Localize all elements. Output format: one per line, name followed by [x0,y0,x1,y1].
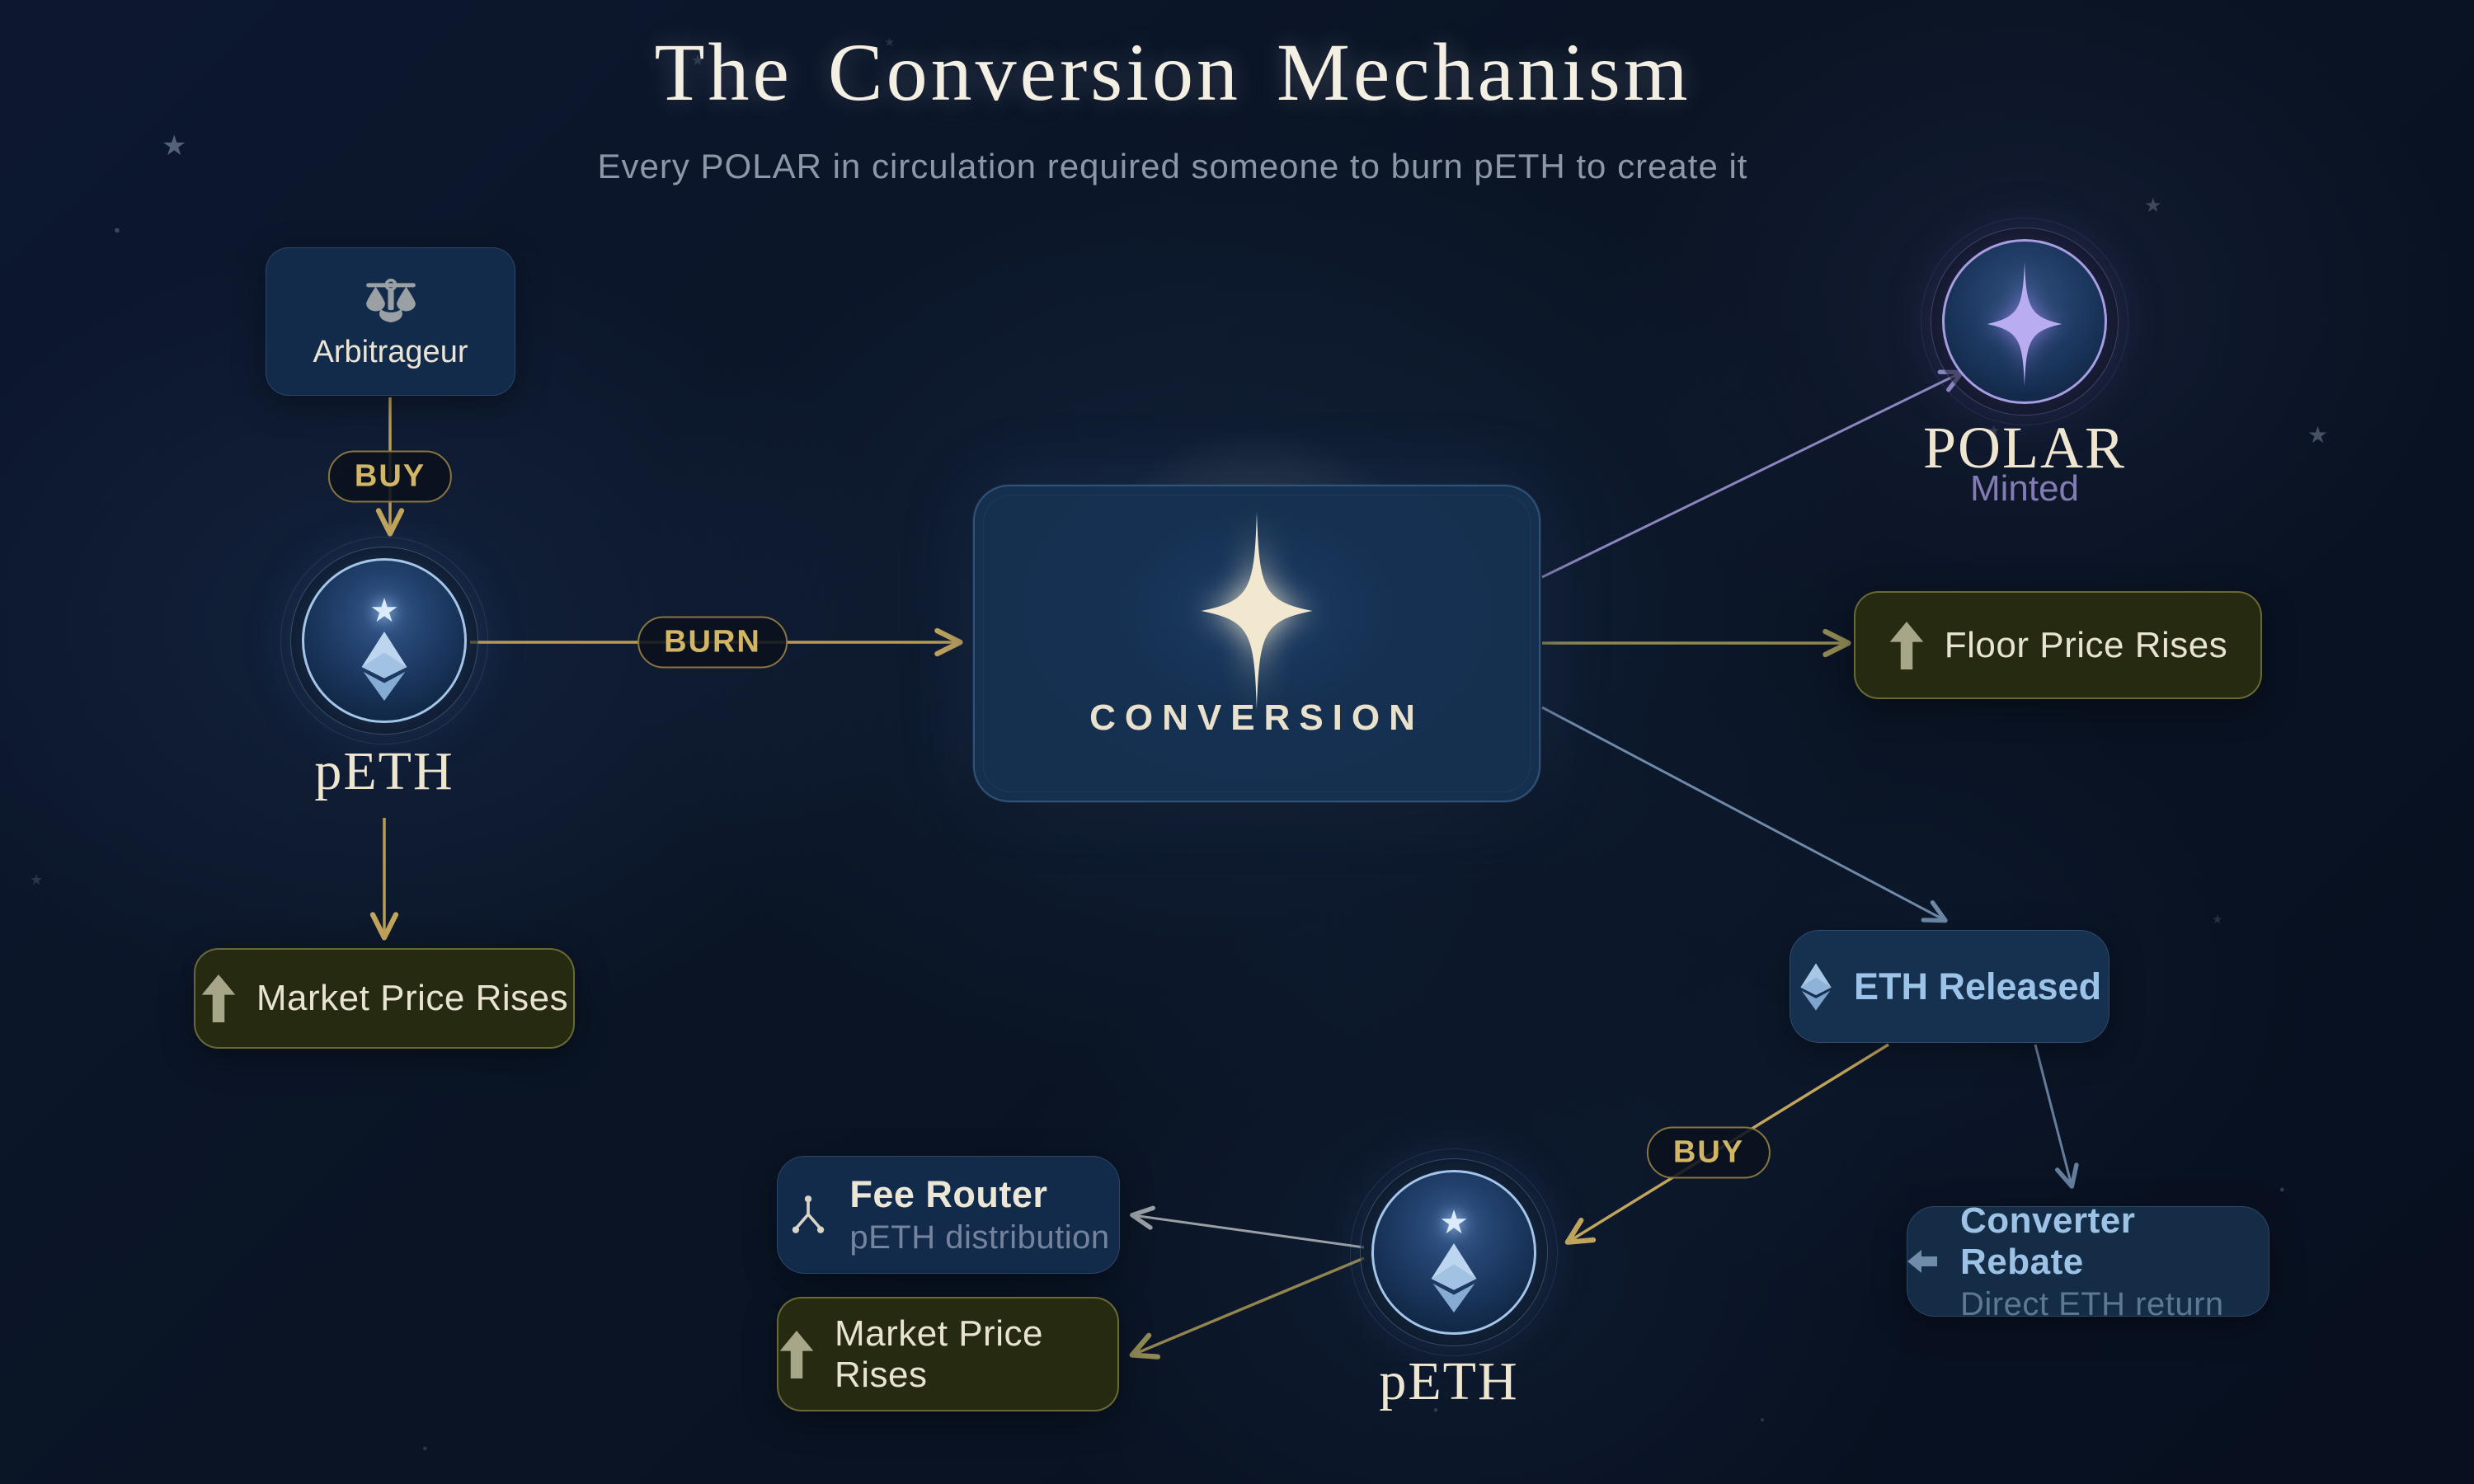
eth-diamond-icon [357,630,412,702]
arbitrageur-node: Arbitrageur [266,247,515,396]
floor-price-label: Floor Price Rises [1944,624,2228,665]
polar-label: POLAR [1922,415,2127,481]
eth-released-label: ETH Released [1853,965,2102,1007]
arrow-conversion-to-eth [1541,706,1948,923]
scales-icon [361,274,421,326]
page-subtitle: Every POLAR in circulation required some… [597,147,1748,186]
arbitrageur-label: Arbitrageur [313,334,468,369]
market-price-left-label: Market Price Rises [256,978,569,1018]
market-price-bottom-node: Market Price Rises [777,1297,1119,1411]
arrow-left-icon [1907,1248,1940,1275]
burn-badge: BURN [637,616,788,669]
arrow-peth-to-feerouter [1130,1205,1365,1249]
polar-status: Minted [1969,468,2080,509]
arrow-up-icon [1888,621,1925,669]
arrow-eth-to-rebate [2034,1044,2079,1189]
conversion-label: CONVERSION [1089,697,1424,738]
converter-rebate-title: Converter Rebate [1960,1200,2136,1282]
fee-router-subtitle: pETH distribution [849,1219,1110,1256]
eth-released-node: ETH Released [1790,930,2109,1043]
floor-price-node: Floor Price Rises [1854,591,2262,699]
branch-icon [787,1192,830,1238]
arrow-conversion-to-polar [1541,369,1964,579]
peth-top-node: ★ [280,537,488,744]
star-sparkle-icon: ★ [369,593,399,629]
market-price-bottom-label: Market Price Rises [835,1313,1043,1395]
converter-rebate-subtitle: Direct ETH return [1960,1285,2224,1322]
peth-bottom-node: ★ [1350,1148,1558,1356]
eth-diamond-icon [1798,962,1834,1012]
peth-top-label: pETH [314,741,454,801]
arrow-up-icon [200,974,237,1022]
arrow-peth-to-market2 [1129,1256,1365,1360]
fee-router-node: Fee Router pETH distribution [777,1156,1120,1274]
fee-router-title: Fee Router [849,1173,1048,1215]
market-price-left-node: Market Price Rises [194,948,575,1049]
sparkle-star-icon [1195,507,1319,715]
star-sparkle-icon: ★ [1439,1205,1469,1241]
page-title: The Conversion Mechanism [654,26,1691,118]
buy-badge-top: BUY [327,450,453,503]
eth-diamond-icon [1427,1242,1481,1314]
peth-bottom-label: pETH [1379,1351,1519,1411]
arrow-up-icon [778,1330,815,1378]
polar-node [1921,218,2128,425]
converter-rebate-node: Converter Rebate Direct ETH return [1907,1200,2269,1322]
buy-badge-bottom: BUY [1646,1126,1771,1179]
four-point-star-icon [1980,261,2069,387]
